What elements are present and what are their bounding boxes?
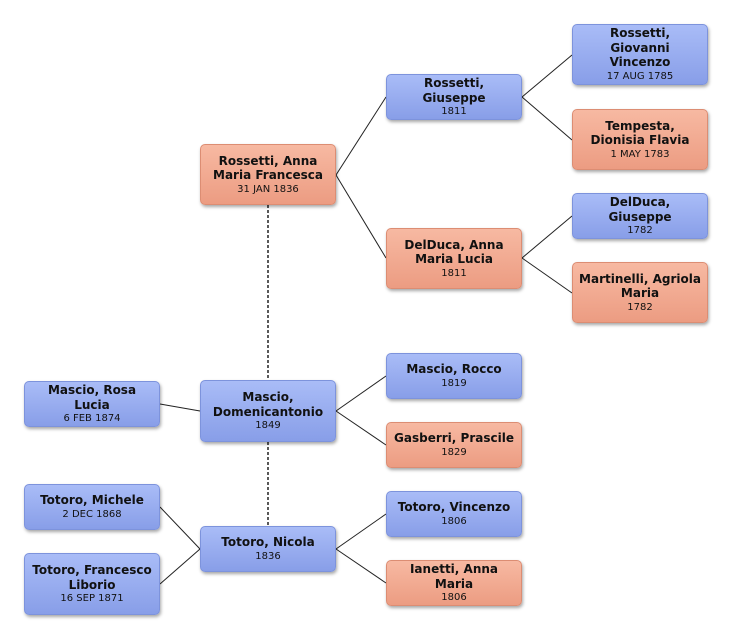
link-annamarialucia-delduca: [521, 215, 573, 259]
person-card-giovanni-vincenzo[interactable]: Rossetti, Giovanni Vincenzo 17 AUG 1785: [572, 24, 708, 85]
person-date: 1806: [441, 515, 467, 527]
person-card-rocco[interactable]: Mascio, Rocco 1819: [386, 353, 522, 399]
person-name: Totoro, Francesco Liborio: [32, 563, 152, 592]
person-name: DelDuca, Giuseppe: [608, 195, 672, 224]
link-nicola-vincenzo: [335, 513, 387, 550]
person-card-anna-maria-francesca[interactable]: Rossetti, Anna Maria Francesca 31 JAN 18…: [200, 144, 336, 205]
person-date: 17 AUG 1785: [606, 70, 674, 82]
person-date: 1849: [255, 420, 281, 431]
person-date: 1806: [441, 592, 467, 603]
link-rosa-domenicantonio: [159, 403, 201, 412]
person-date: 16 SEP 1871: [60, 593, 124, 604]
person-card-giuseppe-rossetti[interactable]: Rossetti, Giuseppe 1811: [386, 74, 522, 120]
link-anna-giuseppe: [335, 96, 387, 176]
link-giuseppe-dionisia: [521, 96, 573, 141]
link-annamarialucia-martinelli: [521, 257, 573, 294]
person-name: Mascio, Rocco: [406, 362, 502, 377]
person-date: 1829: [441, 446, 467, 458]
person-name: Rossetti, Anna Maria Francesca: [213, 153, 323, 183]
link-giuseppe-giovanni: [521, 54, 573, 98]
person-card-prascile[interactable]: Gasberri, Prascile 1829: [386, 422, 522, 468]
person-date: 2 DEC 1868: [62, 508, 122, 520]
person-name: Gasberri, Prascile: [394, 431, 514, 446]
person-date: 1782: [627, 225, 653, 236]
person-date: 6 FEB 1874: [63, 413, 121, 424]
person-date: 31 JAN 1836: [237, 183, 299, 195]
person-name: Totoro, Vincenzo: [397, 500, 511, 515]
person-name: Tempesta, Dionisia Flavia: [590, 118, 690, 148]
person-name: DelDuca, Anna Maria Lucia: [404, 237, 504, 267]
person-date: 1 MAY 1783: [610, 148, 670, 160]
link-anna-annamarialucia: [335, 174, 387, 259]
link-nicola-ianetti: [335, 548, 387, 584]
person-name: Martinelli, Agriola Maria: [579, 271, 701, 301]
person-card-francesco-liborio[interactable]: Totoro, Francesco Liborio 16 SEP 1871: [24, 553, 160, 615]
person-date: 1836: [255, 550, 281, 562]
person-card-agriola-maria[interactable]: Martinelli, Agriola Maria 1782: [572, 262, 708, 323]
person-name: Totoro, Nicola: [221, 535, 315, 550]
person-card-dionisia-flavia[interactable]: Tempesta, Dionisia Flavia 1 MAY 1783: [572, 109, 708, 170]
person-name: Mascio, Rosa Lucia: [47, 383, 137, 412]
person-card-vincenzo[interactable]: Totoro, Vincenzo 1806: [386, 491, 522, 537]
link-domenicantonio-prascile: [335, 410, 387, 446]
person-date: 1811: [441, 106, 467, 117]
person-name: Mascio, Domenicantonio: [212, 390, 324, 419]
person-card-domenicantonio[interactable]: Mascio, Domenicantonio 1849: [200, 380, 336, 442]
person-name: Rossetti, Giovanni Vincenzo: [609, 26, 671, 70]
person-name: Totoro, Michele: [40, 493, 144, 508]
link-domenicantonio-rocco: [335, 375, 387, 412]
person-card-rosa-lucia[interactable]: Mascio, Rosa Lucia 6 FEB 1874: [24, 381, 160, 427]
person-card-giuseppe-delduca[interactable]: DelDuca, Giuseppe 1782: [572, 193, 708, 239]
link-michele-nicola: [159, 506, 201, 550]
link-francesco-nicola: [159, 548, 201, 585]
person-date: 1819: [441, 377, 467, 389]
person-date: 1811: [441, 267, 467, 279]
person-date: 1782: [627, 301, 653, 313]
person-card-michele[interactable]: Totoro, Michele 2 DEC 1868: [24, 484, 160, 530]
person-card-nicola[interactable]: Totoro, Nicola 1836: [200, 526, 336, 572]
person-name: Rossetti, Giuseppe: [422, 76, 486, 105]
person-card-anna-maria-lucia[interactable]: DelDuca, Anna Maria Lucia 1811: [386, 228, 522, 289]
person-card-anna-maria-ianetti[interactable]: Ianetti, Anna Maria 1806: [386, 560, 522, 606]
person-name: Ianetti, Anna Maria: [409, 562, 499, 591]
